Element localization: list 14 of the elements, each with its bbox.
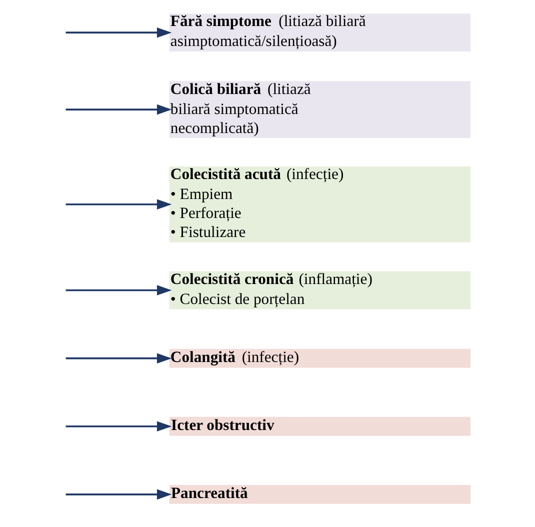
arrow	[66, 353, 172, 364]
node-box: Pancreatită	[169, 484, 471, 504]
arrow	[66, 199, 172, 210]
node-box: Colecistită acută (infecție) • Empiem • Perforație • Fistulizare	[169, 166, 471, 242]
arrow	[66, 285, 172, 296]
node-box: Icter obstructiv	[169, 416, 471, 436]
arrow	[66, 489, 172, 500]
node-box: Fără simptome (litiază biliară asimptomatică/silențioasă)	[169, 14, 471, 52]
arrow	[66, 27, 172, 38]
node-box: Colică biliară (litiază biliară simptomatică necomplicată)	[169, 81, 471, 138]
arrow	[66, 104, 172, 115]
node-box: Colecistită cronică (inflamație) • Colecist de porțelan	[169, 271, 471, 310]
arrow	[66, 421, 172, 432]
node-box: Colangită (infecție)	[169, 348, 471, 368]
